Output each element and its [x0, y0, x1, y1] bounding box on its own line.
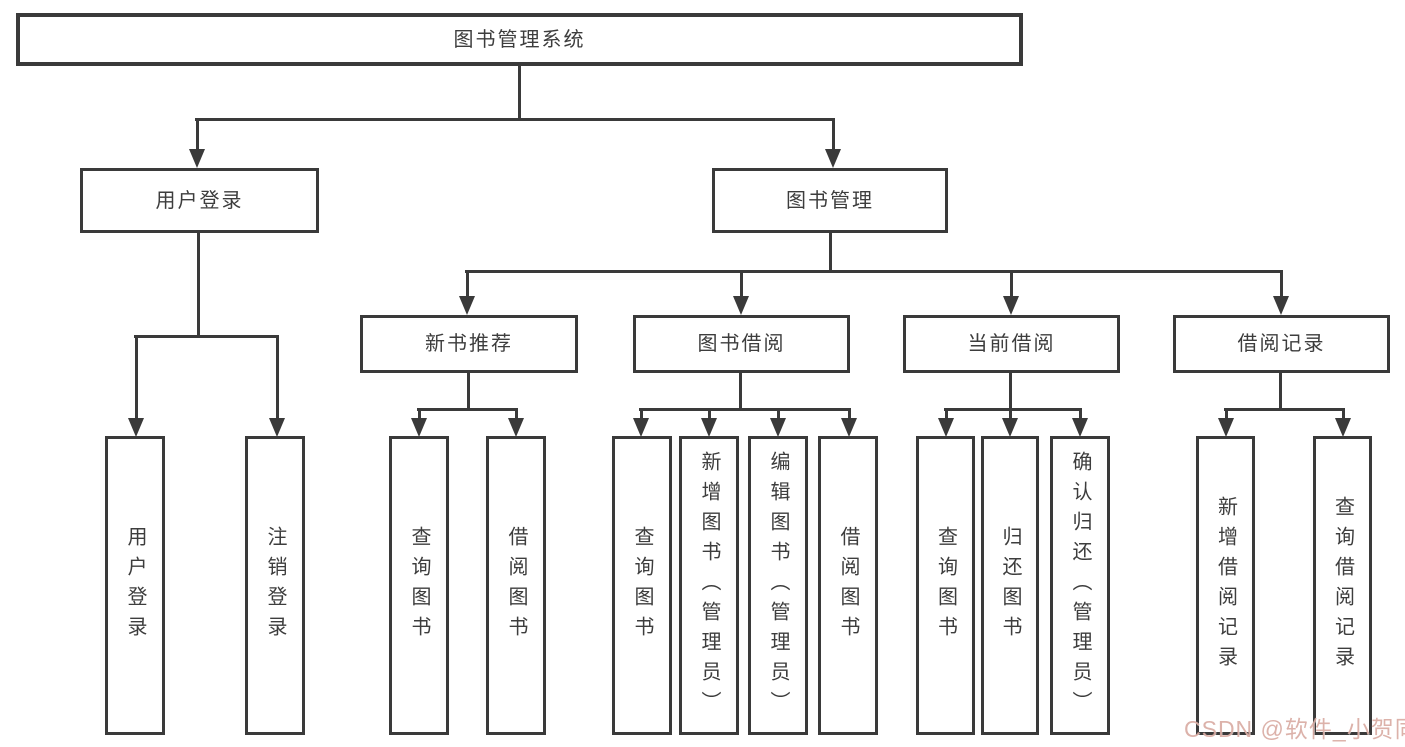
arrow-leaf [938, 410, 954, 437]
arrow-leaf [1335, 410, 1351, 437]
leaf-logout: 注销登录 [245, 436, 305, 735]
arrow-leaf [1072, 410, 1088, 437]
node-book-mgmt: 图书管理 [712, 168, 948, 233]
arrowhead-icon [508, 418, 524, 437]
connector-user-login-stem [197, 233, 200, 335]
arrow-to-user-login [189, 121, 205, 168]
arrowhead-icon [1072, 418, 1088, 437]
connector-new-books-bar [417, 408, 518, 411]
leaf-query-books-recommend: 查询图书 [389, 436, 449, 735]
connector-user-login-bar [134, 335, 279, 338]
arrowhead-icon [1218, 418, 1234, 437]
arrowhead-icon [1003, 296, 1019, 315]
leaf-edit-books-admin: 编辑图书（管理员） [748, 436, 808, 735]
leaf-query-borrow-record: 查询借阅记录 [1313, 436, 1372, 735]
arrowhead-icon [733, 296, 749, 315]
connector-current-borrow-stem [1009, 373, 1012, 408]
arrowhead-icon [938, 418, 954, 437]
node-new-book-recommend: 新书推荐 [360, 315, 578, 373]
connector-borrow-records-stem [1279, 373, 1282, 408]
arrow-to-leaf-logout [269, 338, 285, 437]
arrowhead-icon [1335, 418, 1351, 437]
arrow-leaf [633, 410, 649, 437]
arrow-leaf [701, 410, 717, 437]
arrowhead-icon [770, 418, 786, 437]
connector-borrow-records-bar [1224, 408, 1345, 411]
arrowhead-icon [269, 418, 285, 437]
arrowhead-icon [701, 418, 717, 437]
arrow-leaf [411, 410, 427, 437]
leaf-query-books-current: 查询图书 [916, 436, 975, 735]
connector-book-borrow-bar [639, 408, 851, 411]
arrowhead-icon [189, 149, 205, 168]
connector-root-bar [195, 118, 835, 121]
connector-book-mgmt-stem [829, 233, 832, 270]
leaf-borrow-books-recommend: 借阅图书 [486, 436, 546, 735]
leaf-query-books-borrow: 查询图书 [612, 436, 672, 735]
arrowhead-icon [825, 149, 841, 168]
arrow-leaf [508, 410, 524, 437]
arrowhead-icon [1273, 296, 1289, 315]
node-library-system: 图书管理系统 [16, 13, 1023, 66]
connector-book-borrow-stem [739, 373, 742, 408]
arrow-leaf [1218, 410, 1234, 437]
node-user-login: 用户登录 [80, 168, 319, 233]
node-current-borrow: 当前借阅 [903, 315, 1120, 373]
arrowhead-icon [459, 296, 475, 315]
arrowhead-icon [1002, 418, 1018, 437]
connector-current-borrow-bar [944, 408, 1082, 411]
arrow-leaf [770, 410, 786, 437]
node-borrow-records: 借阅记录 [1173, 315, 1390, 373]
arrow-to-current-borrow [1003, 273, 1019, 315]
arrow-leaf [841, 410, 857, 437]
node-book-borrow: 图书借阅 [633, 315, 850, 373]
arrow-to-book-mgmt [825, 121, 841, 168]
connector-book-mgmt-bar [465, 270, 1283, 273]
connector-new-books-stem [467, 373, 470, 408]
leaf-confirm-return-admin: 确认归还（管理员） [1050, 436, 1110, 735]
csdn-watermark: CSDN @软件_小贺同学 [1184, 716, 1405, 742]
leaf-user-login: 用户登录 [105, 436, 165, 735]
leaf-add-borrow-record: 新增借阅记录 [1196, 436, 1255, 735]
arrow-to-book-borrow [733, 273, 749, 315]
arrowhead-icon [633, 418, 649, 437]
arrow-to-new-books [459, 273, 475, 315]
arrowhead-icon [128, 418, 144, 437]
arrowhead-icon [841, 418, 857, 437]
arrow-leaf [1002, 410, 1018, 437]
leaf-add-books-admin: 新增图书（管理员） [679, 436, 739, 735]
arrow-to-leaf-login [128, 338, 144, 437]
arrowhead-icon [411, 418, 427, 437]
leaf-return-books: 归还图书 [981, 436, 1039, 735]
leaf-borrow-books: 借阅图书 [818, 436, 878, 735]
arrow-to-borrow-records [1273, 273, 1289, 315]
connector-root-stem [518, 64, 521, 118]
